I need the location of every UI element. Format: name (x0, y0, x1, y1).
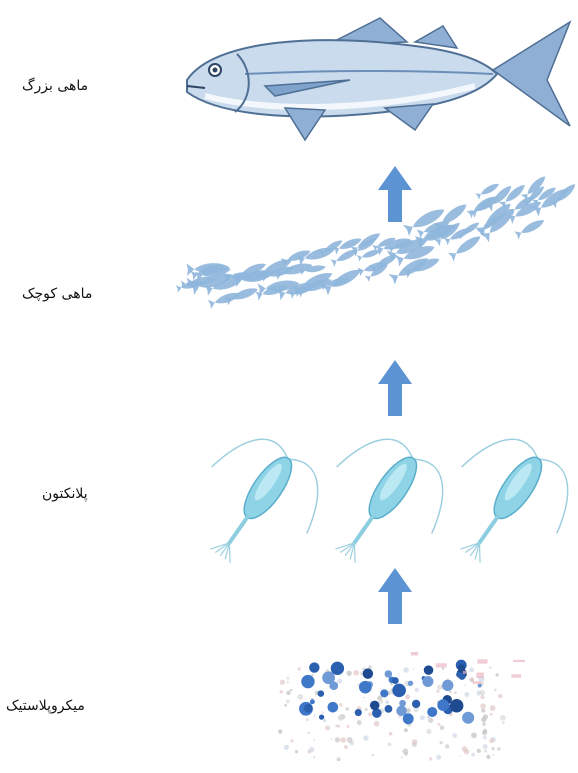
arrow-up-icon (378, 568, 412, 624)
microplastic-particles-icon (260, 635, 550, 770)
fish-school-icon (182, 168, 578, 348)
label-microplastic: میکروپلاستیک (6, 698, 85, 714)
label-big-fish: ماهی بزرگ (22, 78, 88, 94)
label-small-fish: ماهی کوچک (22, 286, 92, 302)
plankton-group (205, 430, 575, 580)
arrow-up-icon (378, 360, 412, 416)
big-fish-icon (175, 8, 575, 138)
label-plankton: پلانکتون (42, 486, 88, 502)
